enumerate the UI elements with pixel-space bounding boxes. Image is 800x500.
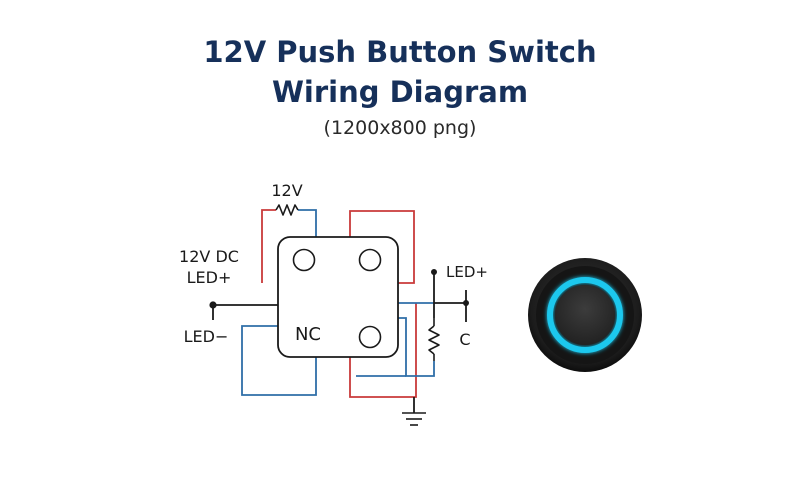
diagram-title-line1: 12V Push Button Switch xyxy=(203,35,597,69)
label-supply-12v-dc: 12V DC xyxy=(179,247,239,266)
resistor-icon xyxy=(275,204,299,216)
switch-terminal-top-left xyxy=(292,248,316,272)
label-led-minus: LED− xyxy=(184,327,229,346)
junction-dot-c xyxy=(463,300,469,306)
label-led-plus-right: LED+ xyxy=(446,263,488,281)
red-wires xyxy=(261,209,417,398)
diagram-subtitle: (1200x800 png) xyxy=(323,117,477,139)
resistor-vertical-icon xyxy=(428,318,440,361)
red-wire-top-right xyxy=(349,210,415,284)
red-wire-top-left xyxy=(261,209,276,283)
label-c: C xyxy=(459,330,470,349)
label-resistor-12v: 12V xyxy=(271,181,302,200)
label-supply-led-plus: LED+ xyxy=(187,268,232,287)
ground-icon xyxy=(402,412,426,426)
diagram-title-line2: Wiring Diagram xyxy=(271,75,529,109)
label-nc: NC xyxy=(295,324,321,345)
switch-terminal-bottom-right xyxy=(358,325,382,349)
junction-dot-led-plus xyxy=(431,269,437,275)
push-button-switch-icon xyxy=(277,236,399,358)
blue-wire-bottom-left xyxy=(241,325,317,396)
blue-wires xyxy=(241,209,435,396)
switch-terminal-top-right xyxy=(358,248,382,272)
blue-wire-resistor xyxy=(298,209,317,237)
illuminated-push-button-icon xyxy=(528,258,642,372)
junction-dot-supply xyxy=(209,301,217,309)
red-wire-bottom xyxy=(349,303,417,398)
